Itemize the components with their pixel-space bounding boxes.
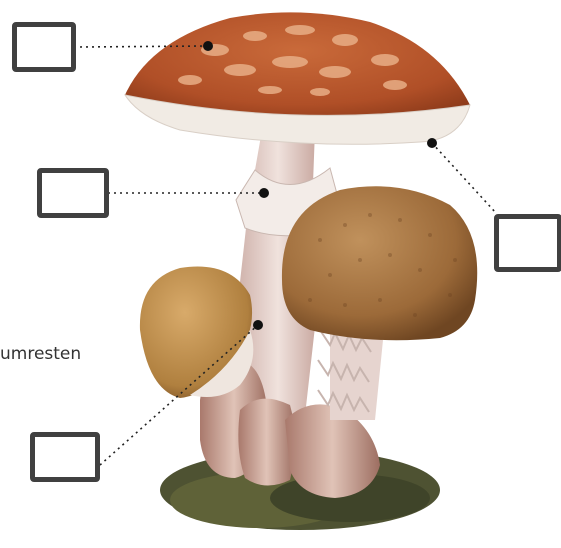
- answer-box-stem-remnants[interactable]: [30, 432, 100, 482]
- answer-box-ring[interactable]: [37, 168, 109, 218]
- button-cap: [282, 186, 477, 340]
- answer-box-gills[interactable]: [494, 214, 561, 272]
- partial-caption: umresten: [0, 344, 81, 364]
- answer-box-cap[interactable]: [12, 22, 76, 72]
